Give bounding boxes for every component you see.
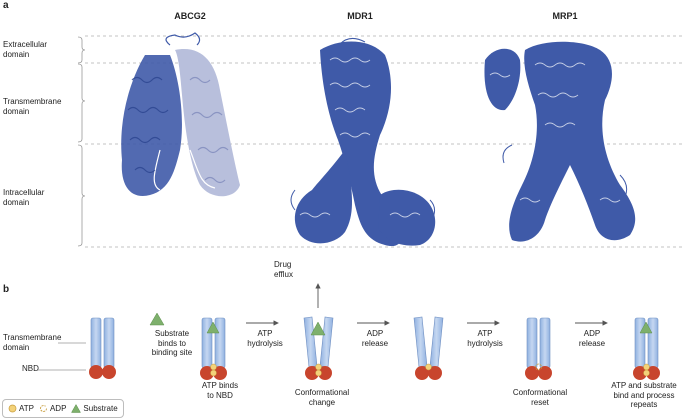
adp-icon — [40, 405, 47, 412]
mrp1-structure — [484, 41, 636, 242]
domain-braces — [77, 36, 86, 247]
substrate-icon — [71, 404, 82, 413]
transporter-state-4 — [413, 316, 444, 380]
protein-title-mdr1: MDR1 — [347, 11, 373, 21]
mdr1-structure — [290, 38, 436, 247]
panel-a-letter: a — [3, 0, 9, 11]
abcg2-structure — [121, 32, 240, 197]
legend-substrate: Substrate — [71, 404, 118, 413]
protein-title-abcg2: ABCG2 — [174, 11, 206, 21]
legend-atp: ATP — [8, 404, 34, 413]
transporter-state-6 — [633, 317, 660, 380]
side-label-nbd: NBD — [22, 364, 39, 373]
free-substrate — [149, 312, 165, 326]
protein-title-mrp1: MRP1 — [552, 11, 578, 21]
atp-icon — [8, 404, 17, 413]
panel-b-letter: b — [3, 284, 10, 295]
legend-adp: ADP — [39, 404, 66, 413]
transporter-state-5 — [525, 317, 552, 380]
side-leader-lines — [38, 342, 86, 371]
transporter-state-3 — [303, 283, 334, 380]
legend: ATP ADP Substrate — [2, 399, 124, 418]
transporter-state-1 — [89, 317, 116, 379]
transporter-state-2 — [200, 317, 227, 380]
